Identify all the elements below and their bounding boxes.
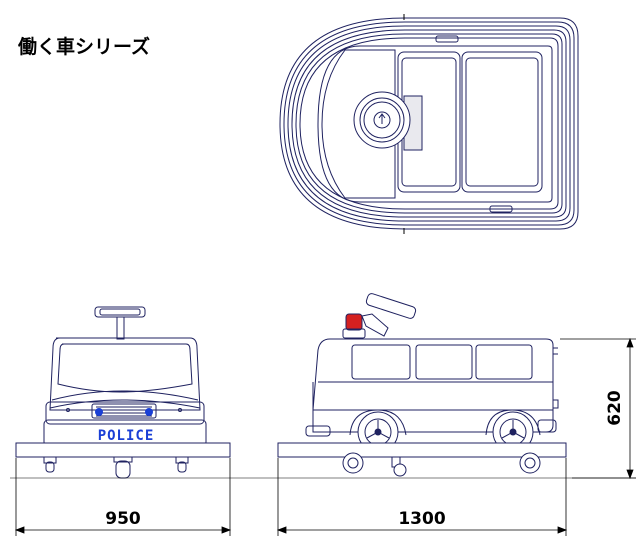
top-outline-3 — [287, 25, 571, 222]
front-caster-center — [113, 456, 133, 479]
front-cab — [49, 337, 201, 411]
top-mirror-top — [435, 35, 459, 43]
side-window-mid — [415, 344, 473, 380]
dim-front-width: 950 — [105, 509, 141, 529]
top-outline-4 — [291, 29, 567, 218]
side-base — [277, 442, 567, 458]
side-beacon — [345, 313, 363, 331]
top-steering-wheel-rim — [359, 97, 405, 143]
front-caster-right — [175, 456, 189, 473]
side-window-front — [351, 344, 411, 380]
side-caster-front — [342, 452, 364, 474]
top-outline-6 — [299, 37, 559, 210]
front-steering-column — [116, 316, 125, 340]
side-caster-rear — [519, 452, 541, 474]
top-outline-2 — [283, 21, 575, 226]
top-roof-rear — [461, 51, 543, 193]
side-view — [277, 293, 567, 477]
dimension-lines — [10, 337, 636, 536]
side-steering-arm — [361, 313, 389, 337]
side-steering-wheel — [365, 293, 417, 319]
side-window-rear — [475, 344, 533, 380]
top-mirror-bottom — [489, 205, 513, 213]
top-steering-wheel-inner — [363, 101, 401, 139]
top-outline-5 — [295, 33, 563, 214]
series-title: 働く車シリーズ — [18, 36, 151, 58]
front-caster-left — [43, 456, 57, 473]
front-headlight-left — [95, 408, 103, 416]
top-view — [279, 14, 579, 234]
top-steering-hub — [373, 111, 391, 129]
top-outline-1 — [279, 17, 579, 230]
top-steering-hub-arrow — [378, 113, 386, 124]
front-view: POLICE — [15, 306, 231, 479]
side-caster-mid — [391, 456, 407, 477]
front-grille — [91, 403, 157, 419]
top-hood — [321, 49, 396, 199]
dim-side-height: 620 — [605, 390, 625, 426]
front-base — [15, 442, 231, 458]
dim-side-length: 1300 — [398, 509, 445, 529]
top-cab — [317, 45, 553, 203]
top-roof-rear-inner — [465, 57, 539, 187]
police-label: POLICE — [98, 428, 155, 444]
front-bumper — [45, 401, 205, 425]
side-roof — [312, 338, 554, 411]
side-wheel-rear — [492, 411, 534, 453]
front-headlight-right — [145, 408, 153, 416]
front-window — [57, 343, 193, 393]
